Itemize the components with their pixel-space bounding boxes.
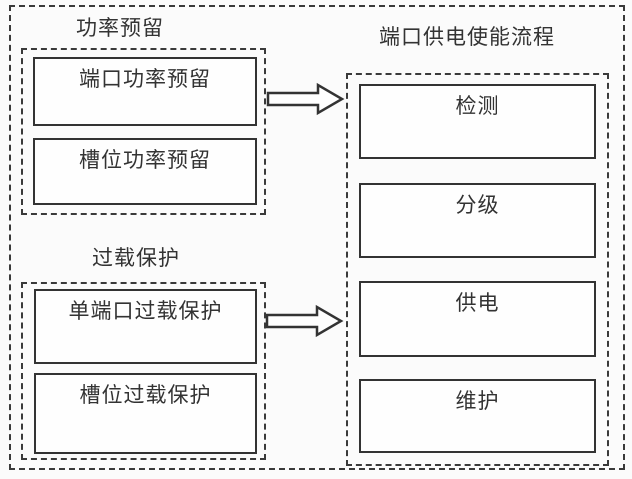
node-label: 分级 xyxy=(455,193,500,217)
outer-dashed-border xyxy=(9,5,625,470)
power-reservation-group xyxy=(21,48,266,215)
node-label: 槽位功率预留 xyxy=(79,148,211,172)
node-maintenance: 维护 xyxy=(359,379,596,453)
node-label: 检测 xyxy=(455,94,500,118)
right-arrow-icon xyxy=(265,304,344,338)
node-power-supply: 供电 xyxy=(359,281,596,357)
node-label: 供电 xyxy=(455,291,500,315)
node-detection: 检测 xyxy=(359,84,596,159)
node-label: 端口功率预留 xyxy=(79,67,211,91)
port-power-enable-flow-label: 端口供电使能流程 xyxy=(379,25,555,49)
power-reservation-label: 功率预留 xyxy=(76,16,164,40)
node-classification: 分级 xyxy=(359,183,596,258)
port-power-enable-flow-group xyxy=(346,73,609,466)
node-label: 维护 xyxy=(455,389,500,413)
node-slot-overload-protection: 槽位过载保护 xyxy=(34,373,257,454)
node-label: 槽位过载保护 xyxy=(79,383,212,407)
node-single-port-overload-protection: 单端口过载保护 xyxy=(34,289,257,364)
node-label: 单端口过载保护 xyxy=(68,299,223,323)
overload-protection-label: 过载保护 xyxy=(92,246,180,270)
overload-protection-group xyxy=(21,282,266,460)
node-slot-power-reservation: 槽位功率预留 xyxy=(33,138,257,205)
node-port-power-reservation: 端口功率预留 xyxy=(33,57,257,126)
right-arrow-icon xyxy=(266,82,345,116)
